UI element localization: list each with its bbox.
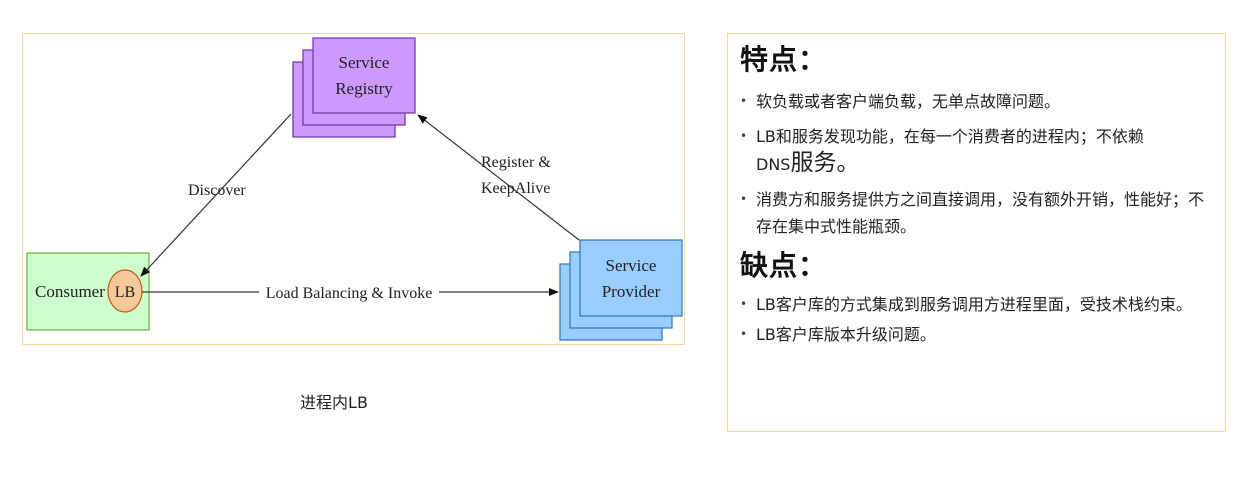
cons-heading: 缺点：	[740, 249, 828, 282]
register-label-line2: KeepAlive	[481, 180, 550, 197]
registry-label-line2: Registry	[335, 79, 393, 98]
discover-arrow	[140, 113, 292, 277]
features-list: 软负载或者客户端负载，无单点故障问题。 LB和服务发现功能，在每一个消费者的进程…	[740, 88, 1213, 240]
provider-label-line2: Provider	[602, 282, 661, 301]
service-provider-node: Service Provider	[559, 239, 683, 341]
invoke-label: Load Balancing & Invoke	[266, 285, 433, 302]
lb-circle	[107, 269, 143, 313]
register-arrow	[417, 114, 580, 241]
provider-box-front	[579, 239, 683, 317]
cons-list: LB客户库的方式集成到服务调用方进程里面，受技术栈约束。 LB客户库版本升级问题…	[740, 292, 1213, 347]
invoke-label-bg	[259, 282, 439, 302]
feature-item-3: 消费方和服务提供方之间直接调用，没有额外开销，性能好；不存在集中式性能瓶颈。	[740, 186, 1213, 240]
feature-item-2: LB和服务发现功能，在每一个消费者的进程内；不依赖 DNS服务。	[740, 123, 1213, 178]
registry-label-line1: Service	[339, 53, 390, 72]
consumer-label: Consumer	[35, 282, 105, 301]
diagram-caption: 进程内LB	[300, 393, 368, 412]
feature-item-2-line2-big: 服务。	[790, 150, 860, 176]
diagram-panel: Service Registry Service Provider Consum…	[22, 33, 685, 345]
lb-label: LB	[115, 284, 135, 301]
consumer-node: Consumer LB	[26, 252, 150, 331]
con-item-1: LB客户库的方式集成到服务调用方进程里面，受技术栈约束。	[740, 292, 1213, 317]
provider-label-line1: Service	[606, 256, 657, 275]
service-registry-node: Service Registry	[292, 37, 416, 138]
feature-item-2-line1: LB和服务发现功能，在每一个消费者的进程内；不依赖	[756, 127, 1144, 146]
register-label-line1: Register &	[481, 154, 551, 171]
feature-item-1: 软负载或者客户端负载，无单点故障问题。	[740, 88, 1213, 115]
info-panel: 特点： 软负载或者客户端负载，无单点故障问题。 LB和服务发现功能，在每一个消费…	[727, 33, 1226, 432]
feature-item-2-line2-prefix: DNS	[756, 155, 791, 174]
discover-label: Discover	[188, 182, 246, 199]
registry-box-front	[312, 37, 416, 114]
features-heading: 特点：	[740, 43, 828, 76]
con-item-2: LB客户库版本升级问题。	[740, 322, 1213, 347]
diagram-canvas: Service Registry Service Provider Consum…	[26, 37, 683, 341]
